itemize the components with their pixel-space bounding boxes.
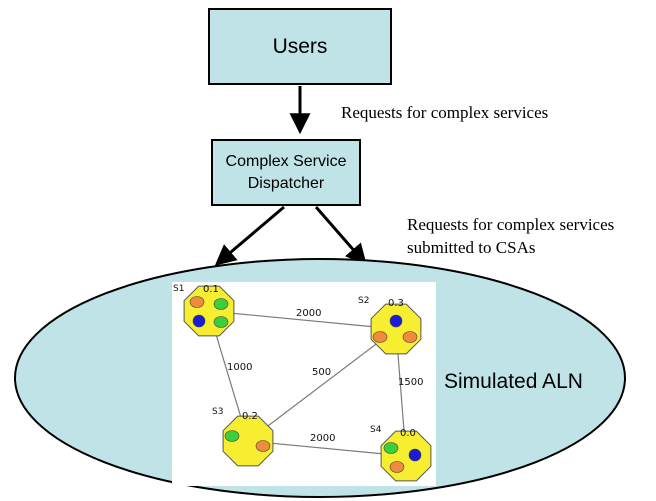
node-id-label: S4 — [370, 425, 382, 435]
edge-s1-s2 — [208, 310, 397, 330]
edge-weight-label: 1500 — [398, 377, 423, 388]
node-s3: S3 0.2 — [212, 407, 274, 467]
dispatcher-box: Complex Service Dispatcher — [211, 139, 361, 206]
node-value-label: 0.1 — [203, 284, 219, 295]
node-id-label: S2 — [358, 296, 369, 306]
edge-s3-s2 — [247, 328, 397, 442]
arrow-dispatcher-to-left — [214, 205, 285, 266]
node-s2: S2 0.3 — [358, 296, 422, 355]
orange-dot — [189, 296, 205, 308]
node-id-label: S3 — [212, 407, 223, 417]
blue-dot — [408, 448, 422, 462]
node-octagon — [370, 303, 422, 355]
dispatcher-label: Complex Service Dispatcher — [225, 152, 347, 192]
blue-dot — [192, 314, 206, 328]
edge-weight-label: 2000 — [296, 308, 321, 319]
arrow-dispatcher-to-right — [314, 206, 367, 266]
requests-bottom-line2: submitted to CSAs — [407, 238, 536, 257]
green-dot — [224, 430, 240, 442]
users-box: Users — [208, 8, 392, 85]
edge-s3-s4 — [247, 440, 407, 457]
node-value-label: 0.2 — [242, 411, 258, 422]
orange-dot — [255, 440, 271, 452]
blue-dot — [389, 314, 403, 328]
edge-weight-label: 1000 — [227, 362, 252, 373]
node-s4: S4 0.0 — [370, 425, 432, 482]
green-dot — [213, 316, 229, 328]
node-value-label: 0.3 — [388, 298, 404, 309]
users-label: Users — [272, 34, 328, 58]
orange-dot — [402, 331, 418, 343]
edge-weight-label: 2000 — [310, 433, 335, 444]
simulated-aln-label: Simulated ALN — [444, 370, 583, 393]
network-nodes: S1 0.1S2 0.3S3 0.2S4 0.0 — [173, 284, 432, 482]
node-value-label: 0.0 — [400, 428, 416, 439]
node-octagon — [222, 415, 274, 467]
requests-bottom-line1: Requests for complex services — [407, 215, 615, 234]
orange-dot — [389, 461, 405, 473]
requests-top-label: Requests for complex services — [341, 103, 549, 122]
green-dot — [213, 298, 229, 310]
orange-dot — [372, 331, 388, 343]
node-s1: S1 0.1 — [173, 284, 235, 337]
green-dot — [383, 442, 399, 454]
edge-weight-label: 500 — [312, 367, 331, 378]
node-id-label: S1 — [173, 284, 184, 294]
